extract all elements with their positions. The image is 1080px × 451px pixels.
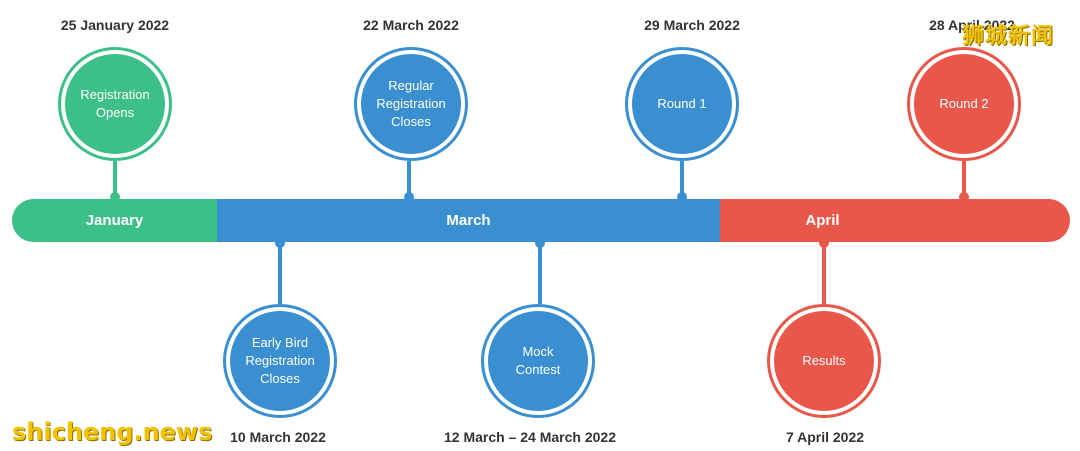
- event-ring-early-bird: [223, 304, 337, 418]
- event-ring-round-1: [625, 47, 739, 161]
- event-circle-mock-contest: Mock Contest: [485, 308, 591, 414]
- event-date-regular-registration-closes: 22 March 2022: [363, 17, 459, 33]
- event-dot-round-1: [677, 192, 687, 202]
- event-circle-round-1: Round 1: [629, 51, 735, 157]
- event-circle-round-2: Round 2: [911, 51, 1017, 157]
- event-ring-mock-contest: [481, 304, 595, 418]
- month-bar-april: April: [720, 199, 1070, 242]
- event-label-regular-registration-closes: Regular Registration Closes: [376, 78, 446, 129]
- event-dot-mock-contest: [535, 238, 545, 248]
- event-label-registration-opens: Registration Opens: [80, 87, 150, 120]
- event-stem-round-1: [680, 161, 684, 195]
- event-date-registration-opens: 25 January 2022: [60, 17, 170, 33]
- event-date-mock-contest: 12 March – 24 March 2022: [444, 429, 616, 445]
- watermark-bottom: shicheng.news: [12, 418, 213, 446]
- month-label-january: January: [85, 212, 144, 229]
- event-dot-regular-registration-closes: [404, 192, 414, 202]
- event-label-mock-contest: Mock Contest: [515, 344, 561, 377]
- event-date-round-2: 28 April 2022: [929, 17, 1015, 33]
- month-bar-january: January: [12, 199, 217, 242]
- event-stem-registration-opens: [113, 161, 117, 195]
- event-stem-round-2: [962, 161, 966, 195]
- event-label-early-bird: Early Bird Registration Closes: [245, 335, 315, 386]
- event-ring-regular-registration-closes: [354, 47, 468, 161]
- event-ring-registration-opens: [58, 47, 172, 161]
- event-dot-round-2: [959, 192, 969, 202]
- event-stem-regular-registration-closes: [407, 161, 411, 195]
- event-dot-early-bird: [275, 238, 285, 248]
- watermark-top: 狮城新闻: [962, 24, 1055, 49]
- event-circle-registration-opens: Registration Opens: [62, 51, 168, 157]
- event-circle-regular-registration-closes: Regular Registration Closes: [358, 51, 464, 157]
- month-bar-march: March: [217, 199, 720, 242]
- event-dot-registration-opens: [110, 192, 120, 202]
- event-stem-early-bird: [278, 246, 282, 304]
- month-label-march: March: [446, 212, 491, 229]
- event-stem-results: [822, 246, 826, 304]
- event-label-round-1: Round 1: [657, 96, 707, 111]
- event-circle-results: Results: [771, 308, 877, 414]
- event-date-early-bird: 10 March 2022: [230, 429, 326, 445]
- event-ring-results: [767, 304, 881, 418]
- event-dot-results: [819, 238, 829, 248]
- event-date-results: 7 April 2022: [785, 429, 865, 445]
- event-label-results: Results: [802, 353, 846, 368]
- event-label-round-2: Round 2: [939, 96, 989, 111]
- event-stem-mock-contest: [538, 246, 542, 304]
- month-label-april: April: [805, 212, 840, 229]
- event-ring-round-2: [907, 47, 1021, 161]
- event-circle-early-bird: Early Bird Registration Closes: [227, 308, 333, 414]
- event-date-round-1: 29 March 2022: [644, 17, 740, 33]
